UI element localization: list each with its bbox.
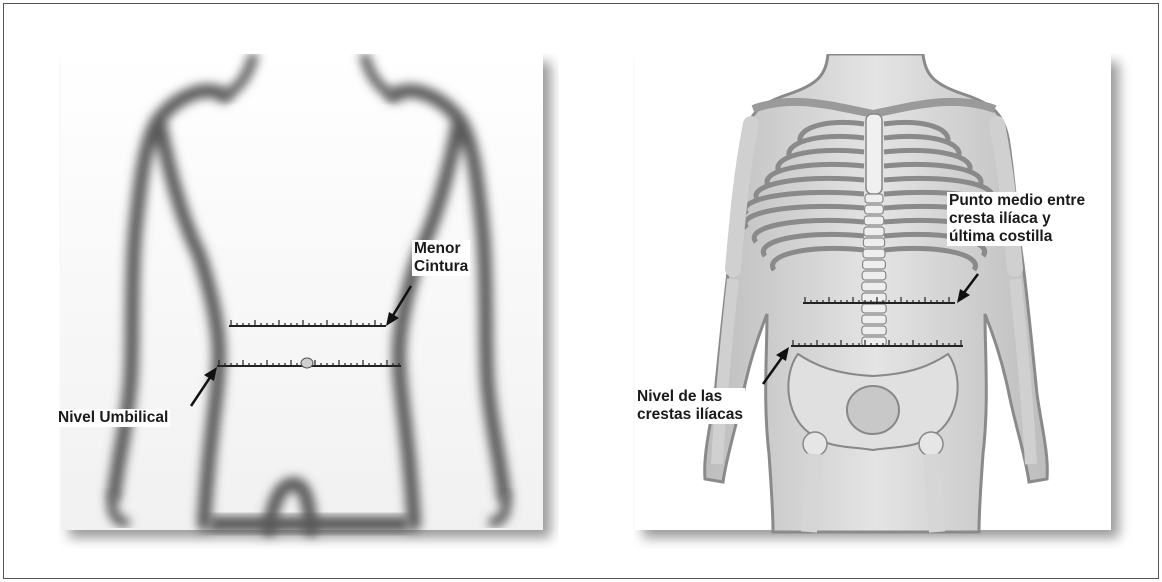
label-line: Menor [414, 240, 468, 258]
label-line: Nivel de las [637, 388, 743, 406]
label-line: cresta ilíaca y [949, 210, 1085, 228]
label-line: Cintura [414, 258, 468, 276]
hips-shadow [209, 516, 409, 532]
skeleton-illustration [633, 54, 1133, 549]
label-line: Nivel Umbilical [58, 409, 168, 427]
label-menor-cintura: Menor Cintura [412, 240, 470, 276]
label-line: última costilla [949, 228, 1085, 246]
navel-marker [301, 358, 313, 368]
sternum-bone [866, 114, 882, 194]
vertebra [865, 194, 883, 203]
vertebra [864, 216, 884, 225]
pelvic-inlet [847, 386, 899, 434]
vertebra [864, 227, 884, 236]
label-nivel-umbilical: Nivel Umbilical [56, 409, 170, 427]
panel-exterior-body: Menor Cintura Nivel Umbilical [59, 54, 559, 549]
label-punto-medio: Punto medio entre cresta ilíaca y última… [947, 192, 1087, 246]
label-crestas-iliacas: Nivel de las crestas ilíacas [635, 388, 745, 424]
femur-head-left [803, 432, 827, 456]
vertebra [862, 271, 886, 280]
label-line: crestas ilíacas [637, 406, 743, 424]
figure-frame: Menor Cintura Nivel Umbilical [3, 3, 1159, 579]
exterior-body-illustration [59, 54, 559, 549]
panel-esqueleto: Punto medio entre cresta ilíaca y última… [633, 54, 1133, 549]
femur-head-right [919, 432, 943, 456]
vertebra [865, 205, 884, 214]
label-line: Punto medio entre [949, 192, 1085, 210]
vertebra [862, 326, 886, 335]
vertebra [862, 315, 886, 324]
vertebra [862, 282, 886, 291]
vertebra [863, 260, 886, 269]
vertebra [863, 249, 885, 258]
vertebra [863, 238, 884, 247]
vertebra [862, 304, 886, 313]
